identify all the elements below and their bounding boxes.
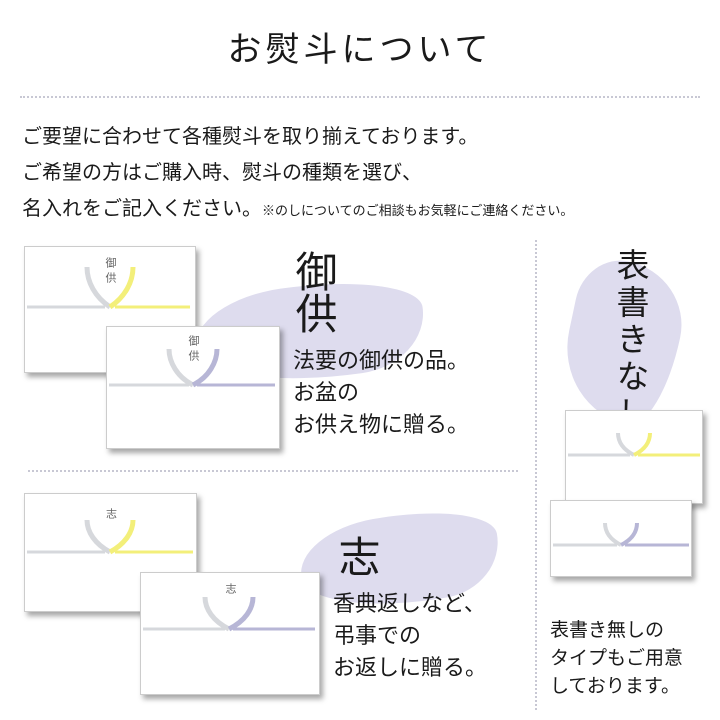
card-label: 志 [104,508,118,523]
mizuhiki-icon [568,432,700,457]
mizuhiki-icon [27,266,190,310]
divider [20,96,700,98]
desc-line: しております。 [550,675,680,697]
desc-line: 法要の御供の品。 [293,349,470,374]
mizuhiki-icon [553,522,689,547]
desc-line: お盆の [293,381,360,406]
kokorozashi-heading: 志 [332,535,381,577]
page-title: お熨斗について [227,30,493,70]
gokyo-description: 法要の御供の品。 お盆の お供え物に贈る。 [293,346,469,442]
divider-vertical [535,240,537,710]
intro-line-2: ご希望の方はご購入時、熨斗の種類を選び、 [22,160,422,184]
nolabel-heading: 表書きなし [611,248,650,433]
desc-line: お供え物に贈る。 [293,413,470,438]
kokorozashi-description: 香典返しなど、 弔事での お返しに贈る。 [333,589,487,685]
intro-line-3: 名入れをご記入ください。※のしについてのご相談もお気軽にご連絡ください。 [22,192,573,221]
mizuhiki-icon [109,348,275,388]
desc-line: タイプもご用意 [550,647,684,669]
nolabel-description: 表書き無しの タイプもご用意 しております。 [550,616,683,700]
mizuhiki-icon [143,596,315,632]
desc-line: お返しに贈る。 [333,656,488,681]
desc-line: 表書き無しの [550,619,665,641]
noshi-card-lavender: 御供 [106,326,280,449]
noshi-card-lavender: 志 [140,572,320,695]
intro-note: ※のしについてのご相談もお気軽にご連絡ください。 [262,204,574,219]
gokyo-heading: 御供 [289,250,338,334]
card-label: 志 [224,583,237,598]
intro-line-3-text: 名入れをご記入ください。 [22,196,262,220]
desc-line: 香典返しなど、 [333,592,486,617]
card-label: 御供 [187,335,200,365]
noshi-card-lavender [550,500,692,577]
card-label: 御供 [104,257,117,287]
divider-section [28,470,518,472]
intro-line-1: ご要望に合わせて各種熨斗を取り揃えております。 [22,124,479,148]
mizuhiki-icon [27,519,193,555]
noshi-card-yellow [565,410,703,504]
desc-line: 弔事での [333,624,422,649]
